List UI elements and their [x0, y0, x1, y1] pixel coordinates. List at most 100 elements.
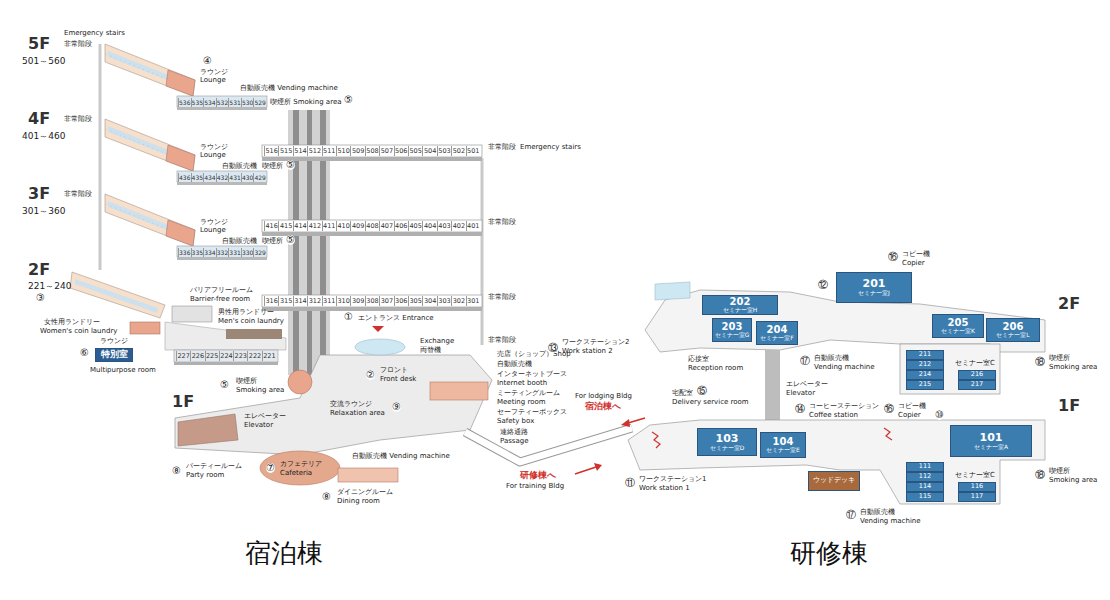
room-number: 408	[365, 221, 379, 231]
facility-label: 自動販売機	[222, 237, 257, 245]
facility-label: エレベーター	[786, 380, 828, 388]
seminar-room: 101セミナー室A	[950, 425, 1032, 457]
facility-label: ワークステーション1	[639, 475, 706, 483]
callout-number: ③	[36, 293, 45, 303]
room-number: 411	[322, 221, 336, 231]
slab-edge	[174, 362, 278, 365]
facility-label: セーフティーボックス	[497, 408, 567, 416]
callout-number: ⑰	[846, 510, 856, 520]
room-number: 314	[293, 296, 307, 306]
room-label: 111	[919, 463, 931, 470]
room-label: 特別室	[101, 350, 128, 360]
facility-label: Smoking area	[1049, 363, 1097, 371]
callout-number: ①	[344, 312, 353, 322]
facility-label: 自動販売機	[497, 360, 532, 368]
room-number: 514	[293, 146, 307, 156]
room-label: 212	[919, 361, 931, 368]
stair-mark	[884, 428, 892, 440]
callout-number: ⑤	[220, 380, 229, 390]
room-number: 305	[408, 296, 422, 306]
room-number: 502	[451, 146, 465, 156]
floor-label: 2F	[28, 262, 50, 278]
elevator-shaft	[765, 350, 780, 420]
facility-label: Smoking area	[236, 386, 284, 394]
seminar-room: 104セミナー室E	[760, 432, 806, 458]
facility-label: エントランス Entrance	[358, 314, 434, 322]
facility-label: Dining room	[337, 497, 380, 505]
callout-number: ④	[203, 56, 212, 66]
callout-number: ⑬	[548, 343, 558, 353]
room-subtitle: セミナー室G	[715, 332, 750, 339]
room-label: 104	[773, 436, 794, 447]
building-title: 宿泊棟	[245, 540, 323, 566]
room-label: 201	[863, 278, 886, 290]
callout-number: ⑪	[625, 478, 635, 488]
room-number: 410	[336, 221, 350, 231]
room-label: 202	[730, 296, 751, 307]
laundry-plate	[226, 329, 282, 339]
room-number: 436	[178, 173, 191, 182]
callout-number: ⑤	[344, 95, 353, 105]
facility-label: 221～240	[28, 281, 71, 291]
room-number: 405	[408, 221, 422, 231]
room-label: 117	[971, 493, 983, 500]
room-label: 217	[971, 381, 983, 388]
room-number: 332	[216, 248, 229, 257]
direction-arrowhead	[594, 463, 602, 471]
facility-label: 交流ラウンジ	[330, 400, 372, 408]
entrance-marker	[372, 326, 384, 332]
facility-label: 宅配室	[672, 389, 693, 397]
callout-number: ②	[366, 370, 375, 380]
room-number: 530	[241, 98, 254, 107]
facility-label: 非常階段	[64, 190, 92, 198]
callout-number: ⑩	[935, 410, 944, 420]
callout-number: ⑤	[286, 160, 295, 170]
room-number: 414	[293, 221, 307, 231]
facility-label: 非常階段	[488, 218, 516, 226]
room-label: 114	[919, 483, 931, 490]
facility-label: Party room	[186, 471, 224, 479]
room-number: 509	[350, 146, 364, 156]
facility-label: 501～560	[22, 56, 65, 66]
facility-label: 301～360	[22, 206, 65, 216]
glass-box	[655, 282, 690, 300]
room-number: 534	[203, 98, 216, 107]
laundry-plate	[130, 322, 160, 334]
room-number: 431	[228, 173, 241, 182]
room-number: 335	[191, 248, 204, 257]
building-title: 研修棟	[790, 540, 868, 566]
facility-label: コピー機	[902, 250, 930, 258]
room-group-label: セミナー室C	[955, 471, 995, 479]
facility-label: Passage	[500, 437, 529, 445]
room-number: 430	[241, 173, 254, 182]
facility-label: Copier	[902, 259, 925, 267]
facility-label: Work station 1	[639, 484, 690, 492]
room-number: 316	[264, 296, 278, 306]
room-number: 224	[219, 351, 233, 361]
facility-label: 401～460	[22, 131, 65, 141]
entrance-fountain	[355, 339, 405, 355]
small-room: 112	[906, 472, 944, 482]
room-subtitle: セミナー室D	[710, 445, 745, 452]
facility-label: インターネットブース	[497, 370, 567, 378]
facility-label: ラウンジ	[100, 337, 128, 345]
floor-slab	[165, 322, 286, 350]
facility-label: Vending machine	[814, 363, 875, 371]
facility-label: Relaxation area	[330, 409, 385, 417]
room-number: 329	[253, 248, 266, 257]
seminar-room: 201セミナー室J	[836, 272, 912, 303]
room-number: 308	[365, 296, 379, 306]
facility-label: Elevator	[786, 389, 815, 397]
facility-label: For training Bldg	[506, 482, 564, 490]
room-number: 330	[241, 248, 254, 257]
facility-label: For lodging Bldg	[575, 392, 632, 400]
facility-label: Front desk	[380, 375, 416, 383]
room-label: 115	[919, 493, 931, 500]
callout-number: ⑱	[1035, 357, 1045, 367]
small-room: 116	[958, 482, 996, 492]
room-subtitle: セミナー室J	[858, 290, 890, 297]
room-number: 429	[253, 173, 266, 182]
room-number: 331	[228, 248, 241, 257]
room-number: 223	[233, 351, 247, 361]
callout-number: ⑧	[172, 466, 181, 476]
